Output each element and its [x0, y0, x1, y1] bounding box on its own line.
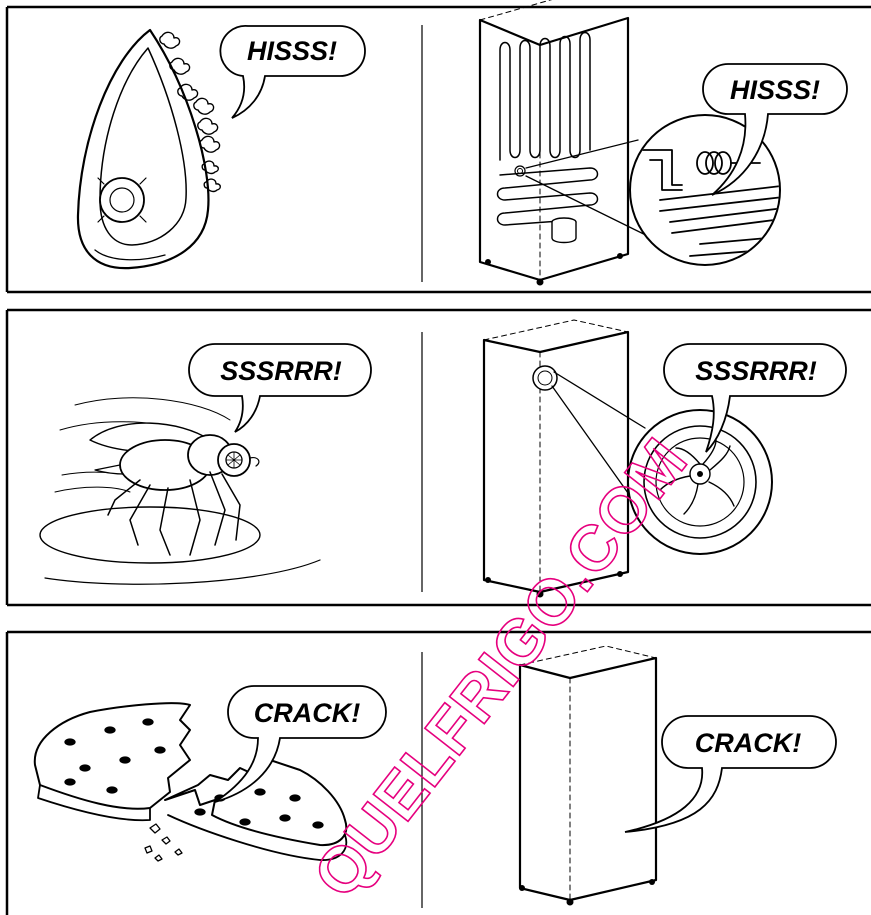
sound-label: CRACK!	[254, 698, 360, 728]
sound-label: HISSS!	[730, 75, 820, 105]
sound-label: CRACK!	[695, 728, 801, 758]
speech-bubble-fly: SSSRRR!	[189, 344, 371, 432]
sound-label: SSSRRR!	[220, 356, 342, 386]
speech-bubble-iron: HISSS!	[220, 26, 365, 118]
fly-icon	[40, 398, 320, 584]
steam-iron-icon	[78, 30, 220, 268]
panel-1: HISSS!	[7, 0, 871, 292]
sound-label: HISSS!	[247, 36, 337, 66]
sound-label: SSSRRR!	[695, 356, 817, 386]
panel-2: SSSRRR!	[7, 310, 871, 605]
fridge-cabinet-icon	[519, 646, 656, 906]
